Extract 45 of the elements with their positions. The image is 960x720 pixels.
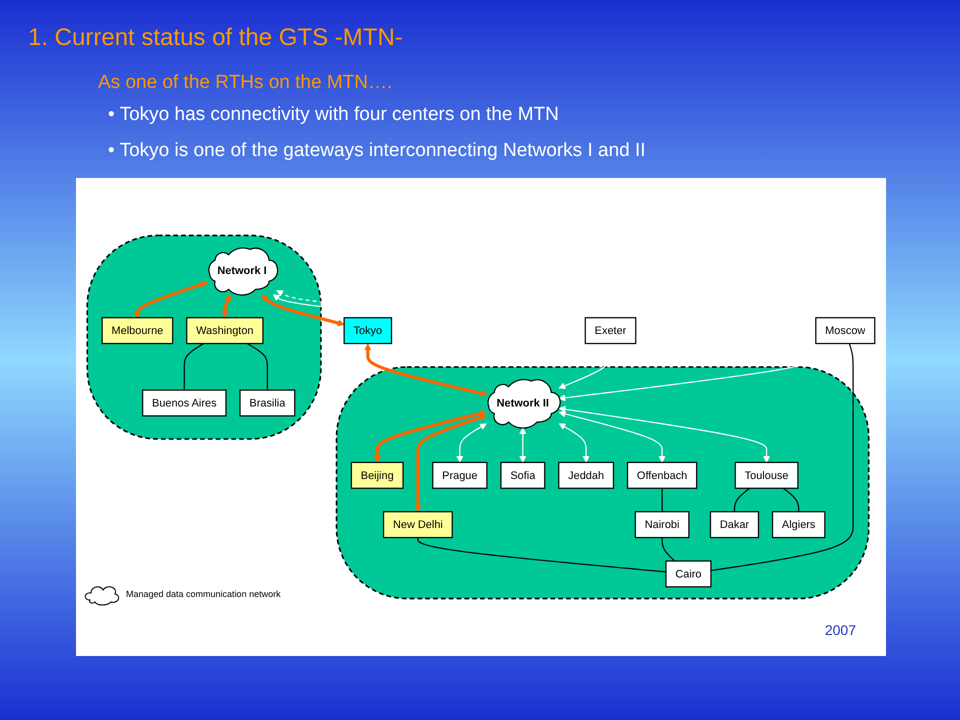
connector xyxy=(734,488,750,512)
connector xyxy=(246,343,268,390)
node-box: Jeddah xyxy=(558,462,614,489)
node-box: Toulouse xyxy=(734,462,798,489)
node-box: Moscow xyxy=(815,317,876,344)
connector xyxy=(417,538,666,572)
node-box: Offenbach xyxy=(626,462,698,489)
node-box: Sofia xyxy=(500,462,546,489)
node-box: Exeter xyxy=(584,317,636,344)
connector xyxy=(662,538,676,562)
cluster xyxy=(336,366,870,600)
node-box: Washington xyxy=(186,317,264,344)
year-label: 2007 xyxy=(824,622,856,638)
node-box: Cairo xyxy=(665,560,712,588)
bullet-text: • Tokyo is one of the gateways interconnecting Networks I and II xyxy=(108,140,646,162)
arrow xyxy=(414,414,487,512)
arrow xyxy=(558,406,770,463)
node-box: Algiers xyxy=(772,511,826,538)
arrow xyxy=(364,344,488,397)
connector xyxy=(662,488,663,512)
arrow xyxy=(134,281,208,318)
subtitle: As one of the RTHs on the MTN…. xyxy=(98,72,392,94)
arrow xyxy=(519,427,526,463)
legend-label: Managed data communication network xyxy=(126,589,281,599)
connector xyxy=(184,343,204,390)
cluster xyxy=(86,234,322,440)
node-box: Beijing xyxy=(350,462,404,489)
node-box: Brasilia xyxy=(239,390,296,416)
arrow xyxy=(456,423,487,463)
arrow xyxy=(374,410,487,463)
connector xyxy=(783,488,800,512)
arrow xyxy=(221,294,231,318)
node-box: Nairobi xyxy=(634,511,690,538)
bullet-text: • Tokyo has connectivity with four centers on the MTN xyxy=(108,104,559,126)
slide-title: 1. Current status of the GTS -MTN- xyxy=(28,24,403,52)
arrow xyxy=(558,410,666,463)
node-box: Tokyo xyxy=(344,317,392,344)
node-box: Melbourne xyxy=(102,317,174,344)
node-box: New Delhi xyxy=(382,511,453,538)
arrow xyxy=(262,294,344,326)
connector xyxy=(710,343,854,572)
node-box: Dakar xyxy=(710,511,760,538)
arrow xyxy=(558,423,590,463)
node-box: Buenos Aires xyxy=(142,390,227,416)
node-box: Prague xyxy=(432,462,488,489)
